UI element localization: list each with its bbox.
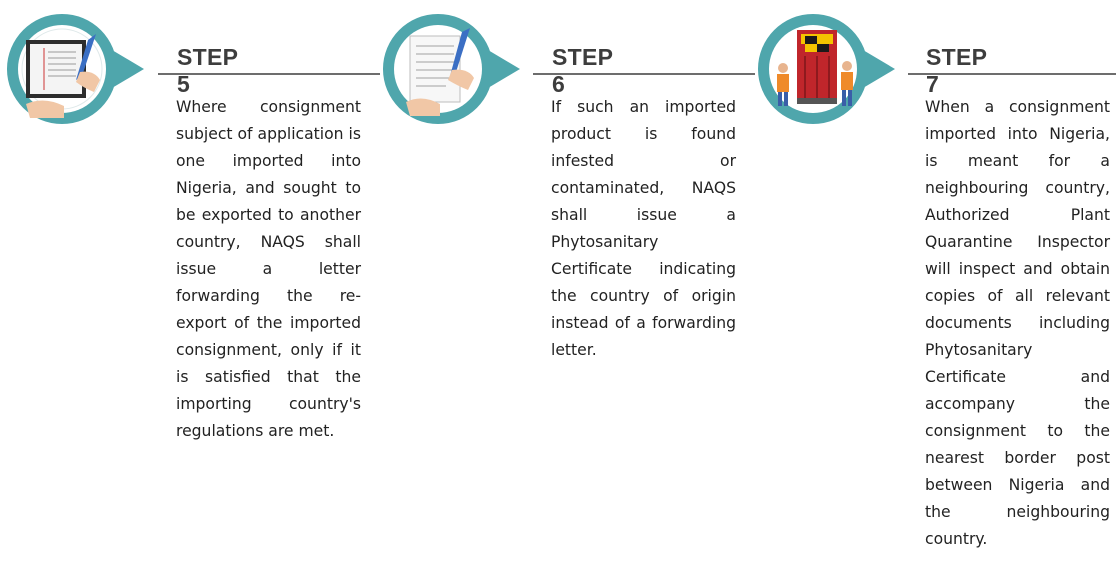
- step-description: If such an imported product is found inf…: [551, 98, 736, 359]
- step-title: STEP 5: [177, 44, 238, 97]
- step-description: Where consignment subject of application…: [176, 98, 361, 440]
- step-title: STEP 7: [926, 44, 987, 97]
- truck-inspectors-icon: [755, 10, 895, 130]
- divider-line: [908, 73, 1116, 75]
- certificate-signing-icon: [380, 10, 520, 130]
- step-title: STEP 6: [552, 44, 613, 97]
- step-description: When a consignment imported into Nigeria…: [925, 98, 1110, 548]
- document-signing-icon: [4, 10, 144, 130]
- divider-line: [158, 73, 380, 75]
- divider-line: [533, 73, 755, 75]
